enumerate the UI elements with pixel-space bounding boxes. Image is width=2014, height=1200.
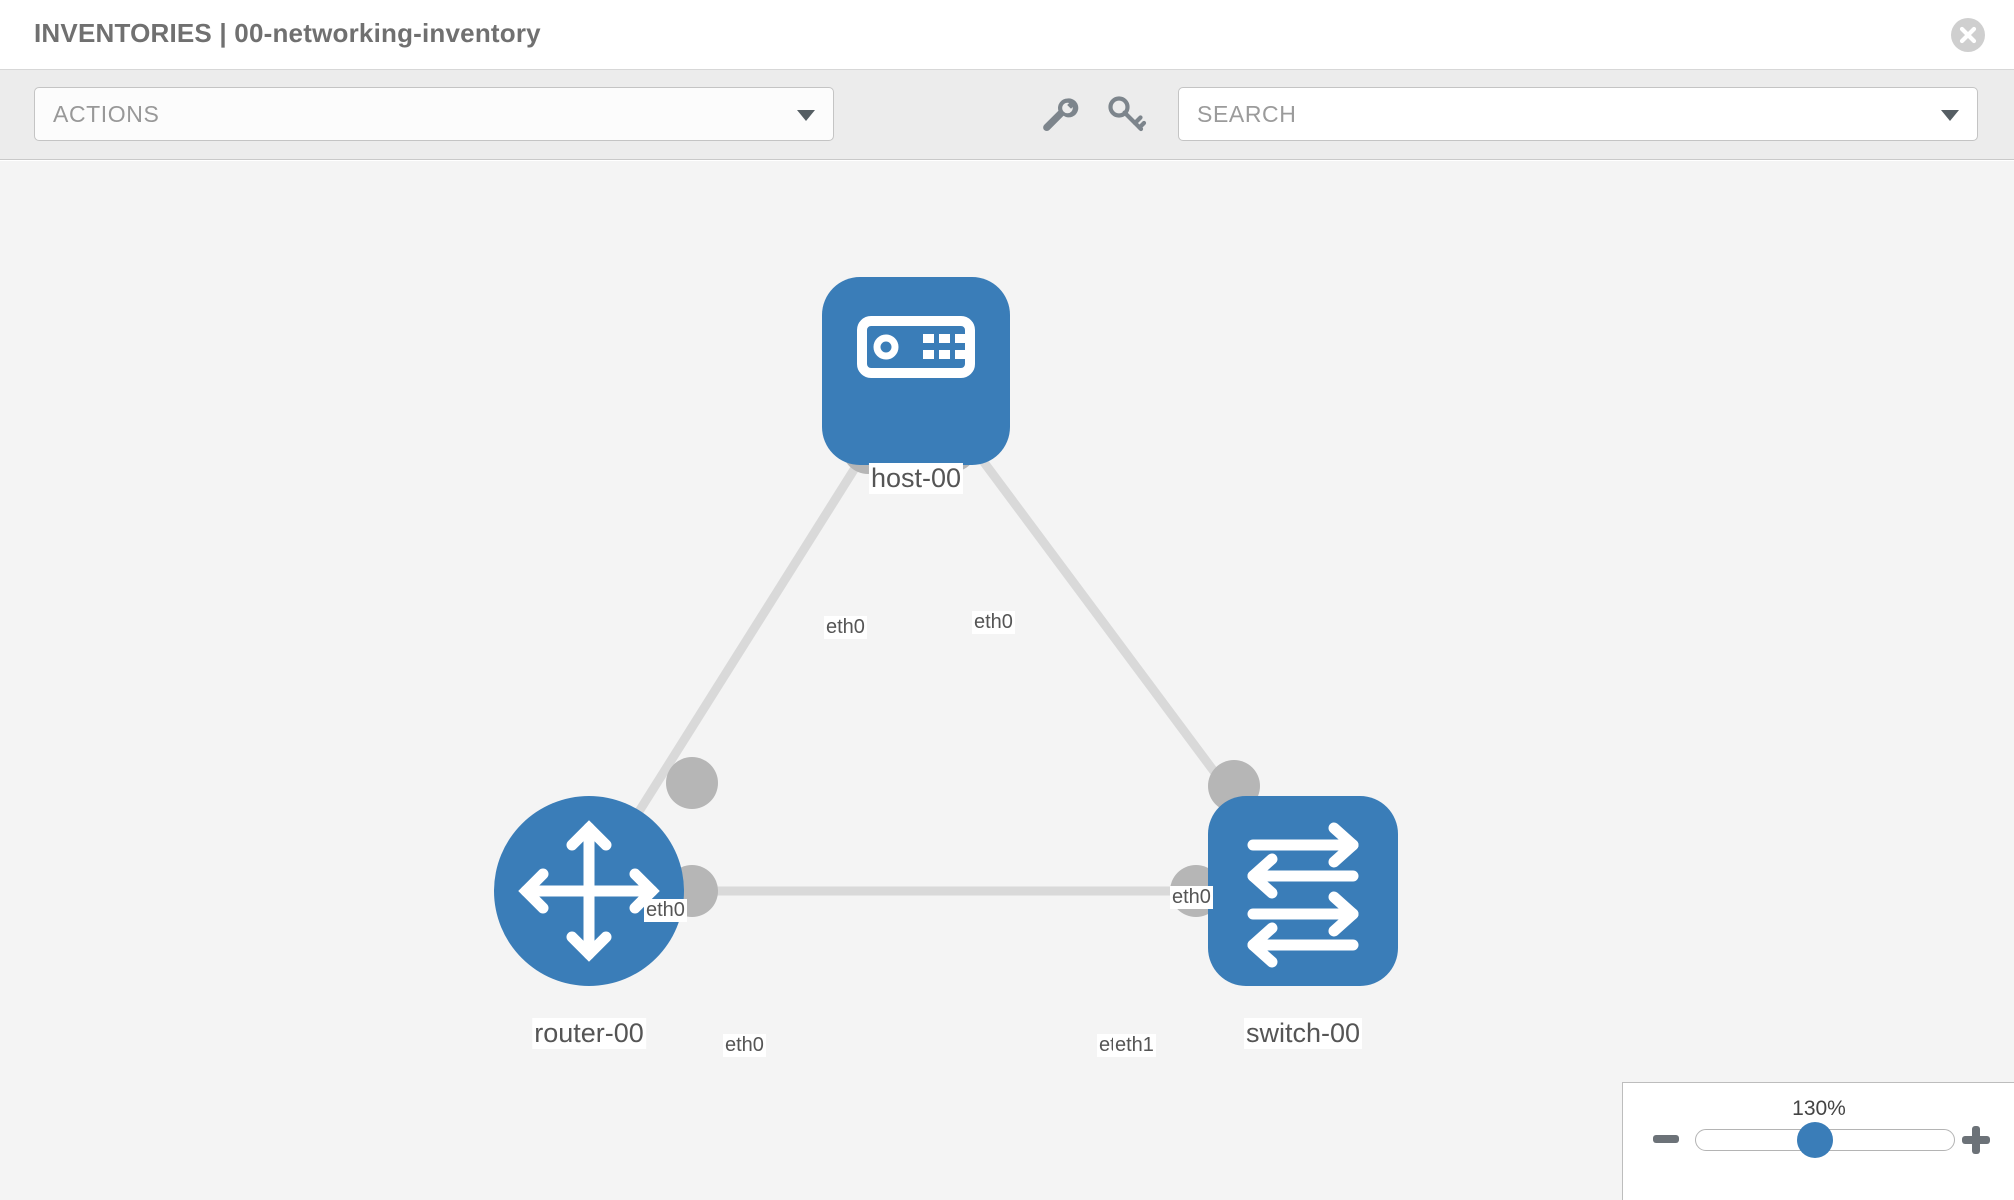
topology-node-host-00 bbox=[822, 277, 1010, 465]
router-arrows-icon bbox=[518, 820, 660, 962]
chevron-down-icon bbox=[797, 110, 815, 121]
wrench-icon[interactable] bbox=[1034, 90, 1082, 138]
interface-label: eth0 bbox=[1170, 886, 1213, 909]
topology-node-switch-00 bbox=[1208, 796, 1398, 986]
search-input[interactable]: SEARCH bbox=[1178, 87, 1978, 141]
chevron-down-icon bbox=[1941, 110, 1959, 121]
search-placeholder: SEARCH bbox=[1197, 101, 1297, 127]
actions-dropdown[interactable]: ACTIONS bbox=[34, 87, 834, 141]
switch-arrows-icon bbox=[1247, 822, 1359, 968]
zoom-control-panel: 130% bbox=[1622, 1082, 2014, 1200]
close-icon[interactable] bbox=[1950, 17, 1986, 53]
interface-label: eth0 bbox=[723, 1034, 766, 1057]
topology-canvas[interactable]: host-00 router-00 switch-00 eth0 eth0 et… bbox=[0, 161, 2014, 1200]
interface-label: eth0 bbox=[644, 899, 687, 922]
interface-label: eth1 bbox=[1113, 1034, 1156, 1057]
topology-node-router-00 bbox=[494, 796, 684, 986]
actions-dropdown-label: ACTIONS bbox=[53, 101, 160, 127]
node-label-host-00: host-00 bbox=[868, 463, 964, 494]
window-header: INVENTORIES | 00-networking-inventory bbox=[0, 0, 2014, 70]
zoom-in-button[interactable] bbox=[1960, 1124, 1992, 1156]
topology-graph bbox=[494, 277, 1398, 986]
interface-dots bbox=[666, 420, 1260, 917]
interface-label: eth0 bbox=[972, 611, 1015, 634]
page-title: INVENTORIES | 00-networking-inventory bbox=[34, 18, 541, 48]
zoom-slider-thumb[interactable] bbox=[1797, 1122, 1833, 1158]
zoom-out-button[interactable] bbox=[1651, 1124, 1681, 1154]
node-label-router-00: router-00 bbox=[532, 1018, 646, 1049]
node-label-switch-00: switch-00 bbox=[1243, 1018, 1363, 1049]
interface-label: eth0 bbox=[824, 616, 867, 639]
key-icon[interactable] bbox=[1102, 90, 1150, 138]
server-icon bbox=[857, 316, 975, 378]
interface-dot bbox=[666, 757, 718, 809]
zoom-level-value: 130% bbox=[1792, 1097, 1846, 1120]
topology-toolbar: ACTIONS SEARCH bbox=[0, 70, 2014, 160]
